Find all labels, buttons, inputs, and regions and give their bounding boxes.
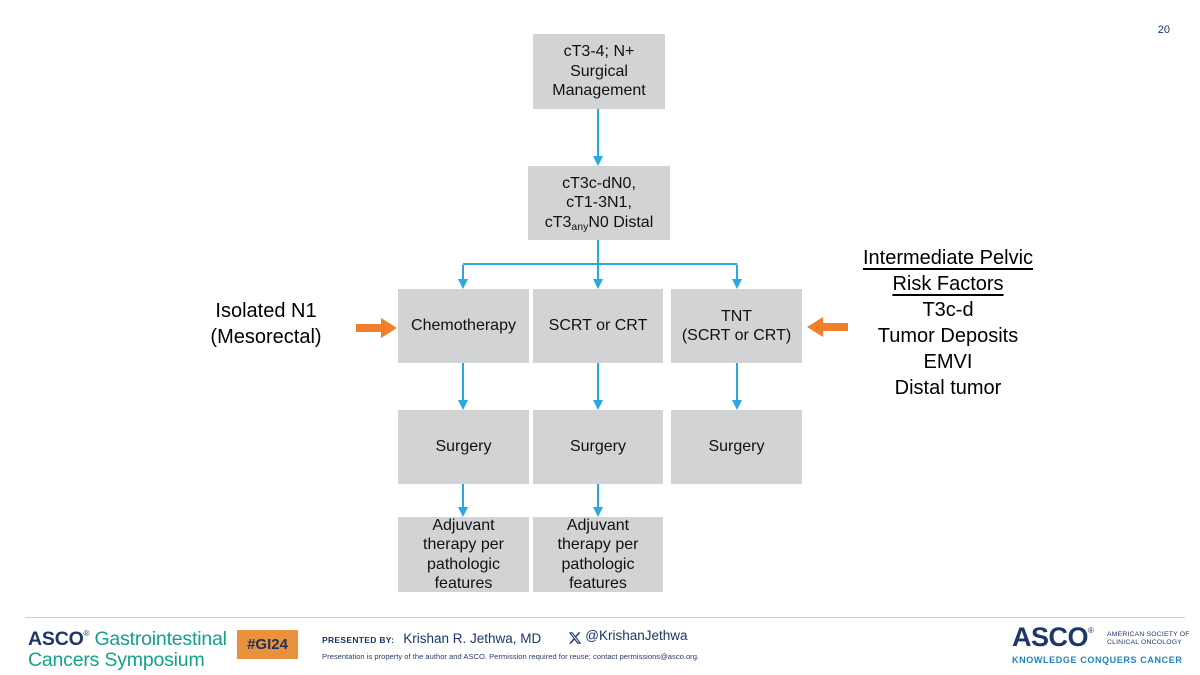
x-handle-wrap: @KrishanJethwa: [568, 628, 688, 644]
node-chemotherapy: Chemotherapy: [398, 289, 529, 363]
risk-factor-item: EMVI: [923, 351, 973, 373]
risk-factors-heading-line1: Intermediate Pelvic: [862, 247, 1034, 269]
x-logo-icon: [569, 631, 582, 644]
x-handle: @KrishanJethwa: [585, 628, 688, 643]
society-name: AMERICAN SOCIETY OF CLINICAL ONCOLOGY: [1107, 631, 1190, 647]
footer-divider: [25, 617, 1185, 618]
node-adjuvant-2: Adjuvant therapy per pathologic features: [533, 517, 663, 592]
page-number: 20: [1157, 24, 1170, 36]
asco-wordmark: ASCO: [1012, 622, 1089, 652]
asco-society-logo: ASCO® AMERICAN SOCIETY OF CLINICAL ONCOL…: [1012, 622, 1189, 666]
node-surgery-2: Surgery: [533, 410, 663, 484]
node-surgical-management: cT3-4; N+ Surgical Management: [533, 34, 665, 109]
annotation-isolated-n1: Isolated N1 (Mesorectal): [210, 300, 322, 348]
hashtag-gi24-badge: #GI24: [237, 630, 298, 659]
orange-arrow-left-icon: [356, 318, 397, 338]
gi-symposium-logo: ASCO® Gastrointestinal Cancers Symposium: [28, 628, 227, 671]
asco-wordmark: ASCO: [28, 628, 84, 650]
risk-factor-item: Tumor Deposits: [877, 325, 1019, 347]
node-stage-criteria: cT3c-dN0, cT1-3N1, cT3anyN0 Distal: [528, 166, 670, 240]
risk-factors-heading-line2: Risk Factors: [892, 273, 1004, 295]
node-surgery-1: Surgery: [398, 410, 529, 484]
asco-tagline: KNOWLEDGE CONQUERS CANCER: [1012, 655, 1183, 665]
registered-mark: ®: [83, 629, 90, 638]
node-scrt-or-crt: SCRT or CRT: [533, 289, 663, 363]
presenter-row: PRESENTED BY: Krishan R. Jethwa, MD @Kri…: [322, 628, 688, 646]
registered-mark: ®: [1088, 626, 1094, 635]
copyright-disclaimer: Presentation is property of the author a…: [322, 652, 700, 661]
node-tnt: TNT (SCRT or CRT): [671, 289, 802, 363]
node-surgery-3: Surgery: [671, 410, 802, 484]
annotation-risk-factors: Intermediate Pelvic Risk Factors T3c-d T…: [838, 245, 1058, 401]
presented-by-label: PRESENTED BY:: [322, 634, 395, 645]
subscript-any: any: [571, 220, 589, 233]
node-adjuvant-1: Adjuvant therapy per pathologic features: [398, 517, 529, 592]
risk-factor-item: Distal tumor: [894, 377, 1002, 399]
risk-factor-item: T3c-d: [922, 299, 974, 321]
presenter-name: Krishan R. Jethwa, MD: [403, 630, 542, 646]
